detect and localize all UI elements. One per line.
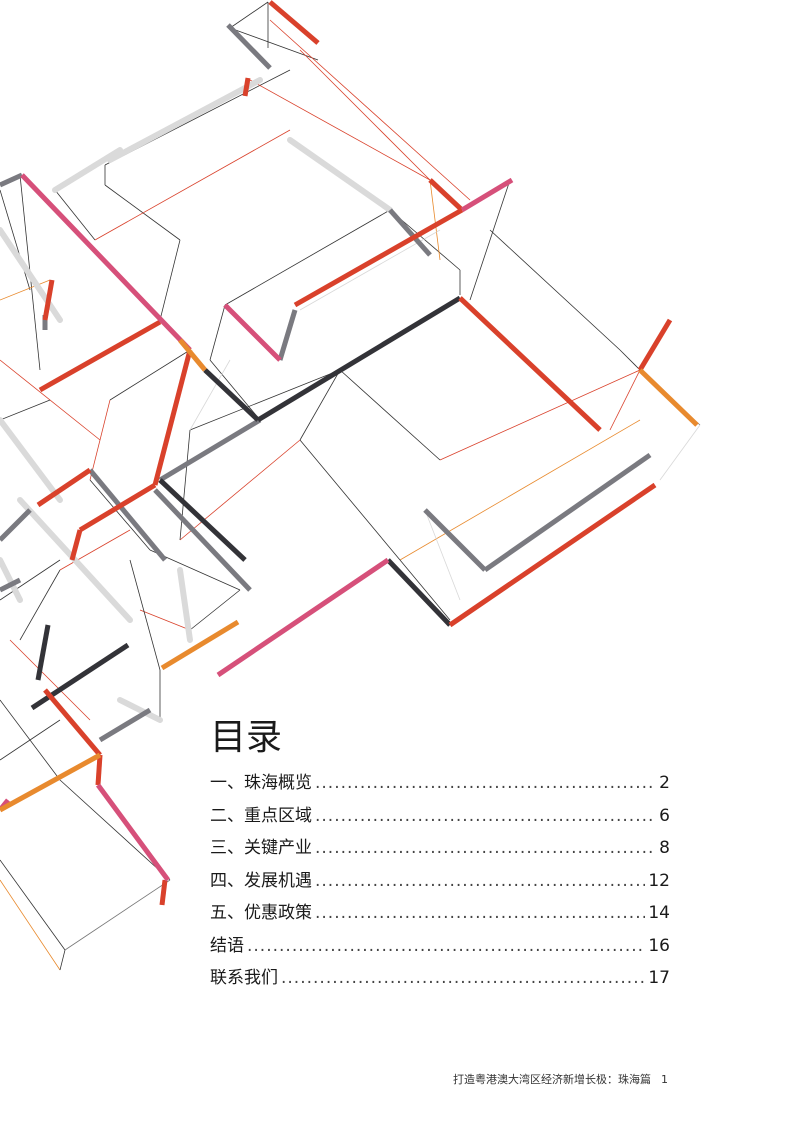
toc-entry[interactable]: 结语 16 xyxy=(210,931,670,964)
toc-leader-dots xyxy=(315,806,656,826)
toc-entry[interactable]: 三、关键产业 8 xyxy=(210,833,670,866)
toc-leader-dots xyxy=(315,838,656,858)
toc-entry-page: 2 xyxy=(659,773,670,793)
toc-entry-label: 结语 xyxy=(210,935,244,956)
toc-entry[interactable]: 四、发展机遇 12 xyxy=(210,866,670,899)
toc-leader-dots xyxy=(315,773,656,793)
toc-title: 目录 xyxy=(210,717,283,758)
toc-entry-label: 二、重点区域 xyxy=(210,805,312,826)
table-of-contents: 目录 一、珠海概览 2 二、重点区域 6 三、关键产业 8 四、发展机遇 12 … xyxy=(210,716,670,996)
footer-document-title: 打造粤港澳大湾区经济新增长极：珠海篇 xyxy=(453,1073,651,1086)
toc-leader-dots xyxy=(315,871,645,891)
toc-leader-dots xyxy=(315,903,645,923)
toc-entry[interactable]: 联系我们 17 xyxy=(210,963,670,996)
toc-entry-page: 8 xyxy=(659,838,670,858)
toc-entry[interactable]: 五、优惠政策 14 xyxy=(210,898,670,931)
toc-entry-page: 16 xyxy=(648,935,670,956)
toc-entry-page: 17 xyxy=(648,968,670,988)
toc-entry-label: 三、关键产业 xyxy=(210,838,312,858)
page-footer: 打造粤港澳大湾区经济新增长极：珠海篇 1 xyxy=(443,1071,668,1087)
toc-entry-label: 四、发展机遇 xyxy=(210,870,312,891)
toc-entry-label: 五、优惠政策 xyxy=(210,903,312,923)
toc-entry-page: 12 xyxy=(648,870,670,891)
toc-entry[interactable]: 一、珠海概览 2 xyxy=(210,768,670,801)
toc-entry[interactable]: 二、重点区域 6 xyxy=(210,801,670,834)
toc-leader-dots xyxy=(247,936,645,956)
footer-page-number: 1 xyxy=(661,1073,668,1086)
toc-leader-dots xyxy=(281,968,645,988)
toc-entry-page: 6 xyxy=(659,805,670,826)
toc-entry-label: 一、珠海概览 xyxy=(210,773,312,793)
toc-entry-page: 14 xyxy=(648,903,670,923)
toc-entry-label: 联系我们 xyxy=(210,968,278,988)
